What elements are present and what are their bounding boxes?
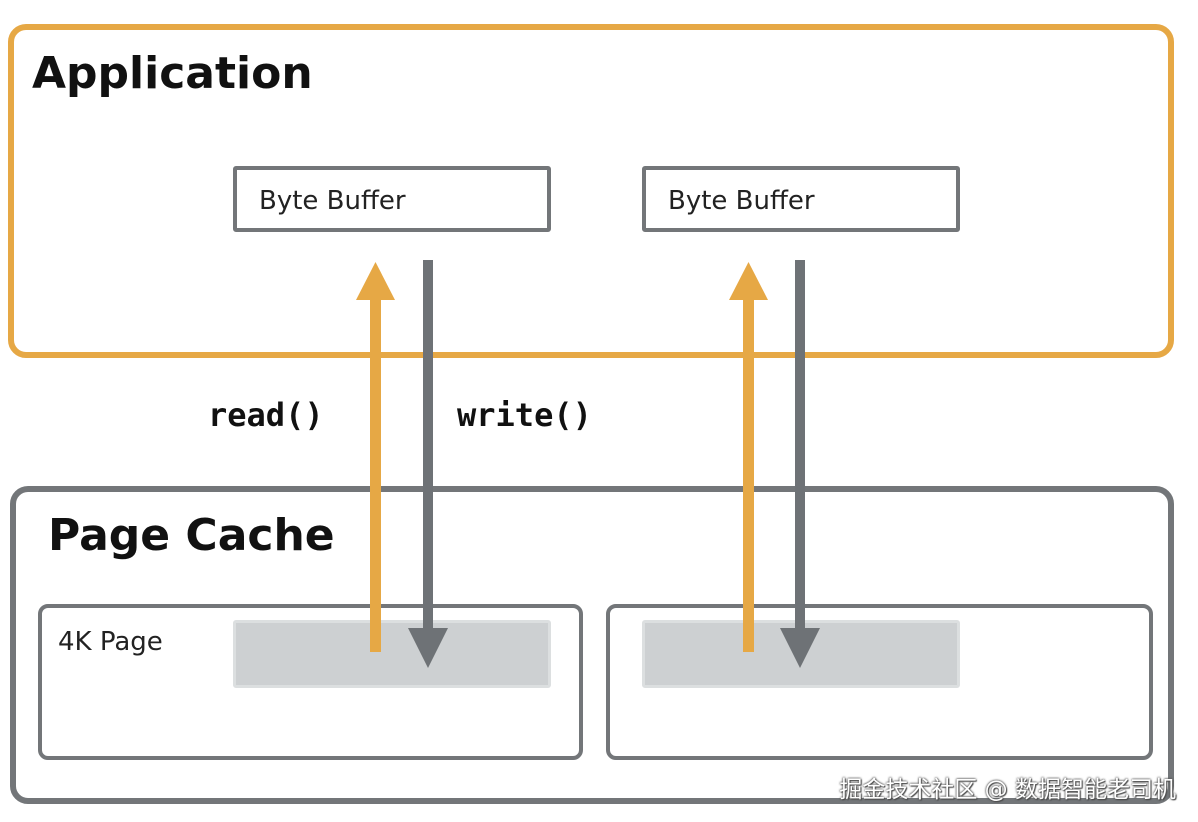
read-arrow-left bbox=[356, 262, 395, 652]
read-label: read() bbox=[208, 396, 324, 434]
write-arrow-left bbox=[408, 260, 448, 668]
page-label: 4K Page bbox=[58, 627, 163, 657]
application-title: Application bbox=[32, 48, 313, 99]
page-cache-container bbox=[10, 486, 1174, 804]
application-container bbox=[8, 24, 1174, 358]
page-segment-left bbox=[233, 620, 551, 688]
byte-buffer-right-label: Byte Buffer bbox=[668, 186, 815, 216]
watermark: 掘金技术社区 @ 数据智能老司机 bbox=[839, 777, 1176, 803]
page-cache-title: Page Cache bbox=[48, 510, 335, 561]
write-label: write() bbox=[457, 396, 592, 434]
read-arrow-right bbox=[729, 262, 768, 652]
byte-buffer-left-label: Byte Buffer bbox=[259, 186, 406, 216]
byte-buffer-left: Byte Buffer bbox=[233, 166, 551, 232]
write-arrow-right bbox=[780, 260, 820, 668]
byte-buffer-right: Byte Buffer bbox=[642, 166, 960, 232]
